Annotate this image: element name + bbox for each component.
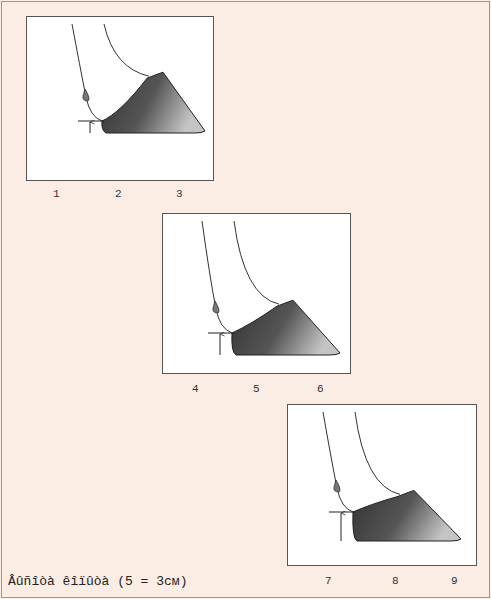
leg-outline [104,24,149,76]
callout-number: 9 [451,576,458,587]
hoof-panel [27,17,214,181]
callout-number: 3 [176,189,183,200]
callout-number: 2 [115,189,122,200]
height-arrow [90,122,91,133]
hoof-panel [163,214,351,374]
leg-outline [72,24,102,121]
callout-number: 6 [317,384,324,395]
callout-number: 8 [392,576,399,587]
callout-number: 4 [192,384,199,395]
ergot [213,301,219,313]
callout-number: 7 [325,576,332,587]
height-tick [208,333,234,334]
leg-outline [234,221,279,304]
caption: Âûñîòà êîïûòà (5 = 3см) [8,575,187,588]
hoof [232,300,340,355]
leg-outline [323,412,353,512]
height-arrow [341,513,342,541]
ergot [334,480,340,492]
height-arrow [220,334,221,355]
ergot [83,89,89,101]
hoof [353,490,461,541]
hoof [102,72,205,133]
height-tick [329,512,355,513]
leg-outline [202,221,232,333]
height-tick [78,121,104,122]
hoof-panel [288,405,477,566]
callout-number: 1 [53,189,60,200]
leg-outline [355,412,400,494]
callout-number: 5 [253,384,260,395]
